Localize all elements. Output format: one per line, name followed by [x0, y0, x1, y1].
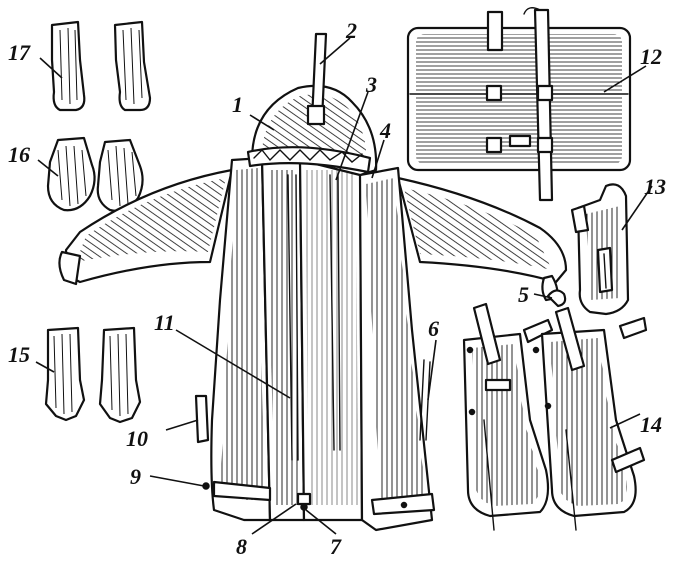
coat-right-sleeve [396, 176, 568, 302]
item-16-mittens [46, 136, 144, 212]
label-5: 5 [518, 282, 529, 307]
item-17-leggings [50, 20, 152, 112]
label-9: 9 [130, 464, 141, 489]
label-16: 16 [8, 142, 30, 167]
label-8: 8 [236, 534, 247, 559]
item-6-strap [419, 359, 431, 441]
label-15: 15 [8, 342, 30, 367]
item-15-gloves [44, 326, 142, 424]
label-14: 14 [640, 412, 662, 437]
item-5-clip [546, 289, 567, 308]
item-14-boots [462, 302, 648, 531]
label-1: 1 [232, 92, 243, 117]
item-12-folded-bag [406, 7, 632, 202]
label-11: 11 [154, 310, 175, 335]
hood-tab [306, 32, 328, 126]
coat-left-sleeve [58, 168, 234, 286]
label-6: 6 [428, 316, 439, 341]
label-17: 17 [8, 40, 31, 65]
label-10: 10 [126, 426, 148, 451]
label-4: 4 [379, 118, 391, 143]
label-2: 2 [345, 18, 357, 43]
callout-labels: 1 2 3 4 5 6 7 8 9 10 11 12 13 14 15 16 1… [8, 18, 666, 559]
coat-body [194, 156, 436, 532]
label-12: 12 [640, 44, 662, 69]
leader-lines [35, 37, 653, 535]
label-7: 7 [330, 534, 342, 559]
label-13: 13 [644, 174, 666, 199]
hood [246, 84, 378, 177]
label-3: 3 [365, 72, 377, 97]
item-13-case [570, 183, 630, 316]
